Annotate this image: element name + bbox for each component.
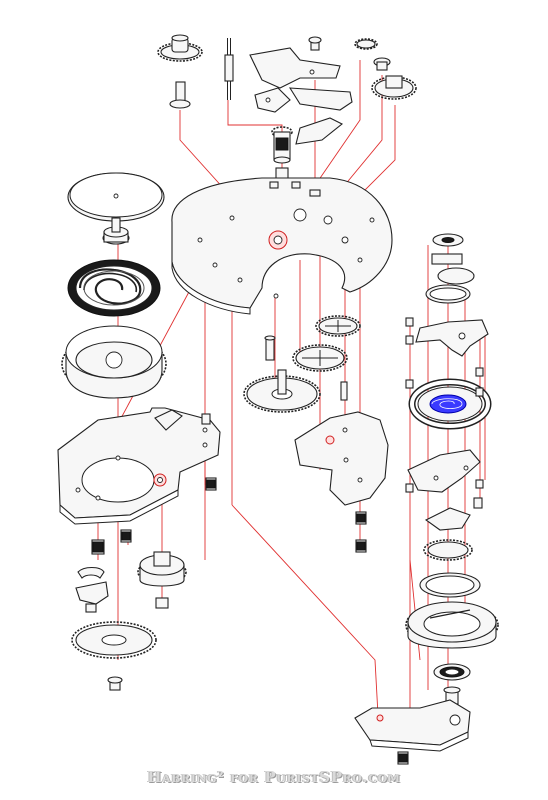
barrel-arbor [102,217,130,245]
escape-wheel [423,539,473,561]
barrel-drum [61,325,167,399]
hour-wheel [137,551,187,609]
watermark-caption: Habring² for PuristSPro.com [147,768,401,786]
bridge-screws [91,477,217,555]
escape-pinion [340,381,348,401]
pallet-fork [424,497,483,531]
click-spring [295,117,344,145]
main-plate [171,177,393,315]
balance-cap [432,233,464,247]
seconds-ring [419,572,481,598]
small-wheel-top [354,38,378,50]
balance-stud [431,253,475,285]
barrel-bridge [57,407,221,525]
winding-stem [224,38,234,100]
minute-wheel [71,621,157,691]
balance-cock [415,319,489,357]
setting-lever [249,47,341,113]
crown-wheel [371,75,417,100]
bearing-ring [433,663,471,681]
cannon-pinion-parts [75,566,109,613]
train-bridge [294,411,389,553]
yoke [288,87,353,111]
pallet-bridge [407,449,481,493]
winding-pinion [169,81,191,109]
top-gear-wheel [157,34,203,62]
bottom-bridge [354,699,471,752]
fourth-wheel [292,344,348,372]
center-wheel [243,369,321,413]
sliding-pinion [271,126,293,164]
barrel-cover [67,172,165,222]
right-column-screws [405,317,484,493]
balance-ring [425,284,471,304]
small-wheel-two [373,57,391,71]
large-gear-wheel [405,601,499,649]
bottom-screw [397,751,409,765]
third-wheel [315,315,361,337]
mainspring [67,259,161,317]
screw-top [308,36,322,51]
balance-wheel [408,378,492,430]
center-pinion [264,335,276,361]
